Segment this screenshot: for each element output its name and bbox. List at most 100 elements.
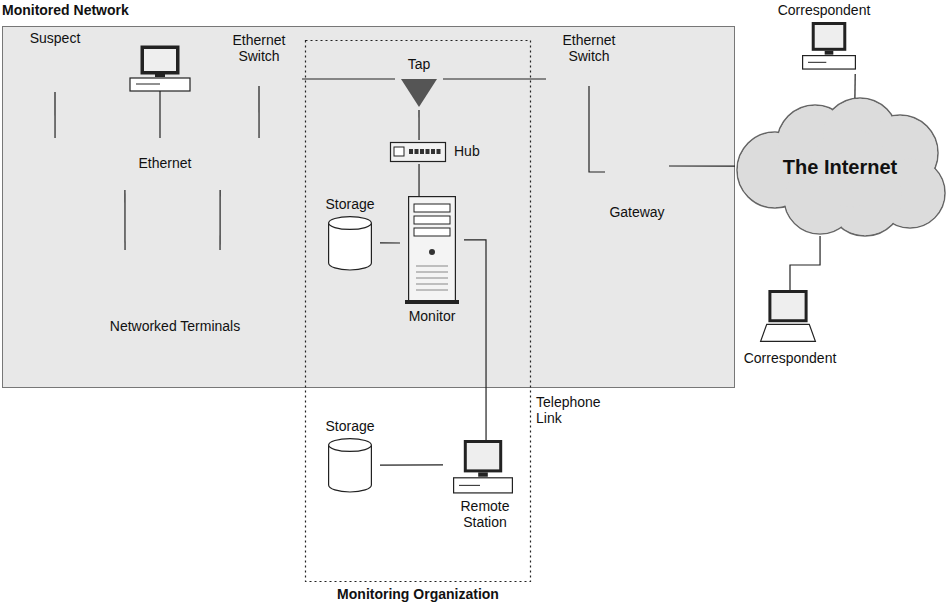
monitor-bezel	[812, 22, 847, 51]
computer-base	[130, 78, 190, 91]
monitor-neck	[155, 74, 165, 77]
monitor-screen	[144, 49, 176, 71]
node-label: Suspect	[30, 30, 81, 46]
power-button	[429, 249, 435, 255]
hub-port	[409, 149, 413, 154]
computer-icon	[454, 440, 513, 493]
storage-body	[329, 445, 372, 492]
laptop-lid	[768, 290, 807, 322]
node-label: Monitor	[409, 308, 456, 324]
network-link	[854, 74, 855, 98]
label-holder: Storage	[320, 196, 380, 212]
label-holder: Ethernet Switch	[216, 32, 302, 64]
node-label: Correspondent	[778, 2, 871, 18]
hub-body	[391, 143, 446, 162]
label-holder: Ethernet Switch	[546, 32, 632, 64]
tap-icon	[401, 79, 437, 107]
cylinder-icon	[328, 216, 372, 270]
label-holder: Monitor	[400, 308, 464, 324]
monitor-node: Monitor	[400, 196, 464, 328]
drive-slot	[136, 84, 160, 85]
workstation-icon	[130, 46, 190, 91]
cylinder-icon	[328, 438, 372, 492]
storage-node: Storage	[320, 196, 380, 272]
laptop-node: Correspondent	[738, 290, 842, 372]
hub-icon	[390, 142, 446, 162]
hub-port	[415, 149, 419, 154]
monitor-screen	[467, 443, 499, 469]
network-link	[443, 78, 546, 79]
monitor-bezel	[464, 440, 502, 472]
network-link	[54, 92, 55, 138]
network-region: Suspect Ethernet Switch Ethernet SwitchEth…	[2, 2, 735, 388]
label-holder: Suspect	[20, 30, 90, 46]
region-fill	[3, 27, 735, 388]
network-link	[380, 242, 400, 243]
node-label: Ethernet Switch	[216, 32, 302, 64]
laptop-base	[761, 324, 816, 341]
dotted-boundary	[306, 41, 531, 582]
monitor-neck	[478, 472, 488, 476]
label-holder: Correspondent	[772, 2, 876, 18]
network-link	[219, 190, 220, 250]
monitor-neck	[825, 51, 834, 55]
drive-slot	[459, 485, 480, 486]
network-link	[302, 78, 395, 79]
computer-icon	[803, 22, 856, 69]
hub-panel	[394, 147, 404, 156]
label-holder: Gateway	[605, 204, 669, 220]
vent-line	[416, 266, 448, 267]
tap-node: Tap	[395, 56, 443, 110]
label-holder: Correspondent	[738, 350, 842, 366]
laptop-icon	[760, 290, 816, 342]
node-label: Correspondent	[744, 350, 837, 366]
label-holder: Hub	[454, 143, 500, 159]
tower-foot	[405, 300, 459, 304]
storage-body	[329, 223, 372, 270]
network-link	[258, 86, 259, 138]
laptop-screen	[771, 293, 804, 319]
node-label: Hub	[454, 143, 480, 159]
vent-line	[416, 284, 448, 285]
vent-line	[416, 272, 448, 273]
label-holder: Telephone Link	[536, 394, 616, 426]
storage-top	[329, 439, 372, 452]
drive-bay	[414, 228, 450, 236]
hub-port	[426, 149, 430, 154]
cloud-fill	[738, 99, 944, 235]
hub-port	[437, 149, 441, 154]
node-label: Gateway	[609, 204, 664, 220]
computer-icon	[802, 22, 856, 70]
node-label: Networked Terminals	[110, 318, 240, 334]
network-link	[124, 190, 125, 250]
label-holder: Tap	[395, 56, 443, 72]
storage-node: Storage	[320, 418, 380, 494]
drive-bay	[414, 216, 450, 224]
node-label: Ethernet	[139, 155, 192, 171]
drive-bay	[414, 204, 450, 212]
network-link	[589, 86, 605, 172]
node-label: The Internet	[783, 155, 897, 179]
node-label: Remote Station	[443, 498, 527, 530]
computer-base	[803, 56, 856, 69]
computer-base	[454, 478, 513, 493]
label-holder: Ethernet	[130, 155, 200, 171]
monitor-bezel	[141, 46, 179, 74]
network-wire	[159, 91, 160, 138]
hub-port	[431, 149, 435, 154]
vent-line	[416, 290, 448, 291]
label-holder: The Internet	[735, 155, 945, 179]
label-holder: Storage	[320, 418, 380, 434]
node-label: Monitoring Organization	[337, 586, 499, 602]
network-link	[790, 236, 820, 290]
label-holder: Monitoring Organization	[305, 586, 531, 602]
internet-cloud: The Internet	[735, 98, 945, 236]
label-holder: Remote Station	[443, 498, 527, 530]
organization-region: TapHubStorageMonitorStorageRemote Statio…	[305, 40, 531, 606]
node-label: Storage	[325, 196, 374, 212]
tower-body	[409, 197, 456, 304]
network-link	[380, 464, 443, 465]
computer-icon	[453, 440, 513, 494]
node-label: Monitored Network	[2, 2, 129, 18]
tap-triangle	[401, 79, 437, 107]
